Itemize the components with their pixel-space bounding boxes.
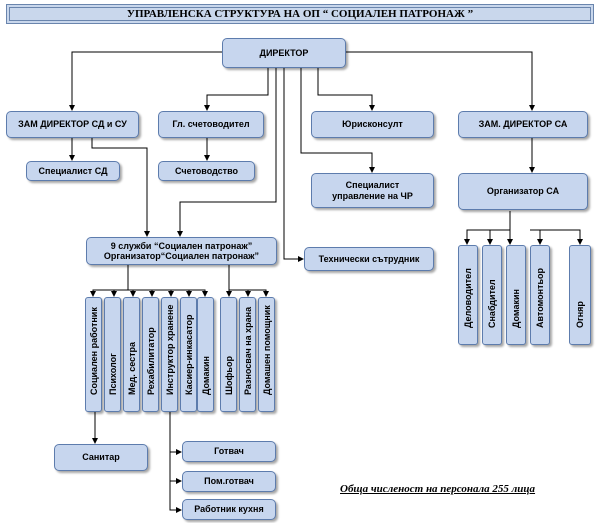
staff-social-worker: Социален работник [85, 297, 102, 412]
staff-rehabilitator: Рехабилитатор [142, 297, 159, 412]
page-title: УПРАВЛЕНСКА СТРУКТУРА НА ОП “ СОЦИАЛЕН П… [6, 4, 594, 24]
director-box: ДИРЕКТОР [222, 38, 346, 68]
staff-stoker: Огняр [569, 245, 591, 345]
services-line2: Организатор“Социален патронаж” [103, 251, 260, 261]
services-box: 9 служби “Социален патронаж” Организатор… [86, 237, 277, 265]
sanitar-box: Санитар [54, 444, 148, 471]
accounting-box: Счетоводство [158, 161, 255, 181]
staff-nurse: Мед. сестра [123, 297, 140, 412]
organizer-sa-box: Организатор СА [458, 173, 588, 210]
specialist-hr-line2: управление на ЧР [332, 190, 413, 201]
staff-food-delivery: Разносвач на храна [239, 297, 256, 412]
staff-cashier: Касиер-инкасатор [180, 297, 197, 412]
staff-housekeeper: Домакин [197, 297, 214, 412]
staff-supplier: Снабдител [482, 245, 502, 345]
staff-driver: Шофьор [220, 297, 237, 412]
staff-nutrition-instructor: Инструктор хранене [161, 297, 178, 412]
specialist-hr-box: Специалист управление на ЧР [311, 173, 434, 208]
staff-home-helper: Домашен помощник [258, 297, 275, 412]
specialist-sd-box: Специалист СД [26, 161, 120, 181]
specialist-hr-line1: Специалист [345, 180, 400, 191]
assistant-cook-box: Пом.готвач [182, 471, 276, 492]
deputy-sa-box: ЗАМ. ДИРЕКТОР СА [458, 111, 588, 138]
staff-mechanic: Автомонтьор [530, 245, 550, 345]
staff-sa-housekeeper: Домакин [506, 245, 526, 345]
chief-accountant-box: Гл. счетоводител [158, 111, 264, 138]
staff-clerk: Деловодител [458, 245, 478, 345]
cook-box: Готвач [182, 441, 276, 462]
deputy-sd-box: ЗАМ ДИРЕКТОР СД и СУ [6, 111, 139, 138]
services-line1: 9 служби “Социален патронаж” [110, 240, 253, 251]
staff-psychologist: Психолог [104, 297, 121, 412]
technical-staff-box: Технически сътрудник [304, 247, 434, 271]
legal-adviser-box: Юрисконсулт [311, 111, 434, 138]
total-staff-note: Обща численост на персонала 255 лица [340, 483, 536, 495]
kitchen-worker-box: Работник кухня [182, 499, 276, 520]
